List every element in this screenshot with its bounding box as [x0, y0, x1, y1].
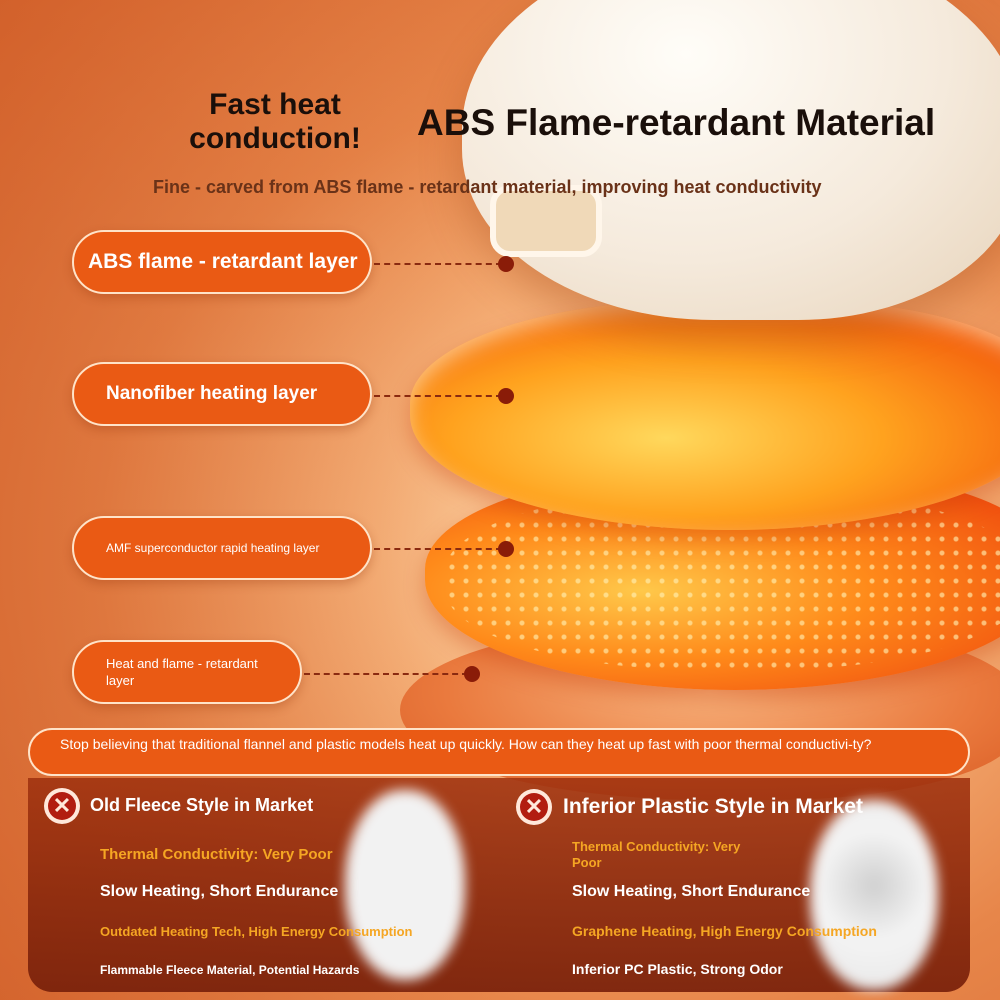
abs-shell-dome — [462, 0, 1000, 320]
nanofiber-layer — [410, 300, 1000, 530]
leader-line — [374, 395, 502, 397]
layer-label-text: ABS flame - retardant layer — [88, 250, 358, 273]
comparison-banner: Stop believing that traditional flannel … — [28, 728, 970, 776]
right-column-title: Inferior Plastic Style in Market — [563, 795, 863, 818]
leader-dot — [498, 256, 514, 272]
right-item: Slow Heating, Short Endurance — [572, 883, 811, 900]
left-item: Thermal Conductivity: Very Poor — [100, 846, 333, 863]
plastic-product-image — [810, 800, 938, 990]
dome-vent — [490, 185, 602, 257]
leader-dot — [464, 666, 480, 682]
layer-label-flame: Heat and flame - retardant layer — [72, 640, 302, 704]
fleece-product-image — [345, 790, 465, 980]
layer-label-abs: ABS flame - retardant layer — [72, 230, 372, 294]
left-item: Outdated Heating Tech, High Energy Consu… — [100, 924, 413, 939]
layer-label-nanofiber: Nanofiber heating layer — [72, 362, 372, 426]
layer-label-text: Nanofiber heating layer — [106, 383, 318, 404]
left-column-title: Old Fleece Style in Market — [90, 795, 314, 815]
leader-line — [374, 263, 502, 265]
tagline: Fast heat conduction! — [189, 88, 361, 155]
leader-line — [374, 548, 502, 550]
leader-dot — [498, 541, 514, 557]
close-icon: ✕ — [516, 789, 552, 825]
leader-line — [304, 673, 468, 675]
subtitle: Fine - carved from ABS flame - retardant… — [153, 177, 822, 197]
right-item: Inferior PC Plastic, Strong Odor — [572, 961, 783, 977]
left-item: Flammable Fleece Material, Potential Haz… — [100, 963, 360, 977]
left-item: Slow Heating, Short Endurance — [100, 883, 339, 900]
main-title: ABS Flame-retardant Material — [417, 102, 936, 143]
layer-label-text: Heat and flame - retardant layer — [106, 656, 258, 688]
right-item: Graphene Heating, High Energy Consumptio… — [572, 923, 877, 939]
leader-dot — [498, 388, 514, 404]
layer-label-amf: AMF superconductor rapid heating layer — [72, 516, 372, 580]
right-item: Thermal Conductivity: Very Poor — [572, 839, 741, 870]
layer-label-text: AMF superconductor rapid heating layer — [106, 541, 320, 555]
close-icon: ✕ — [44, 788, 80, 824]
